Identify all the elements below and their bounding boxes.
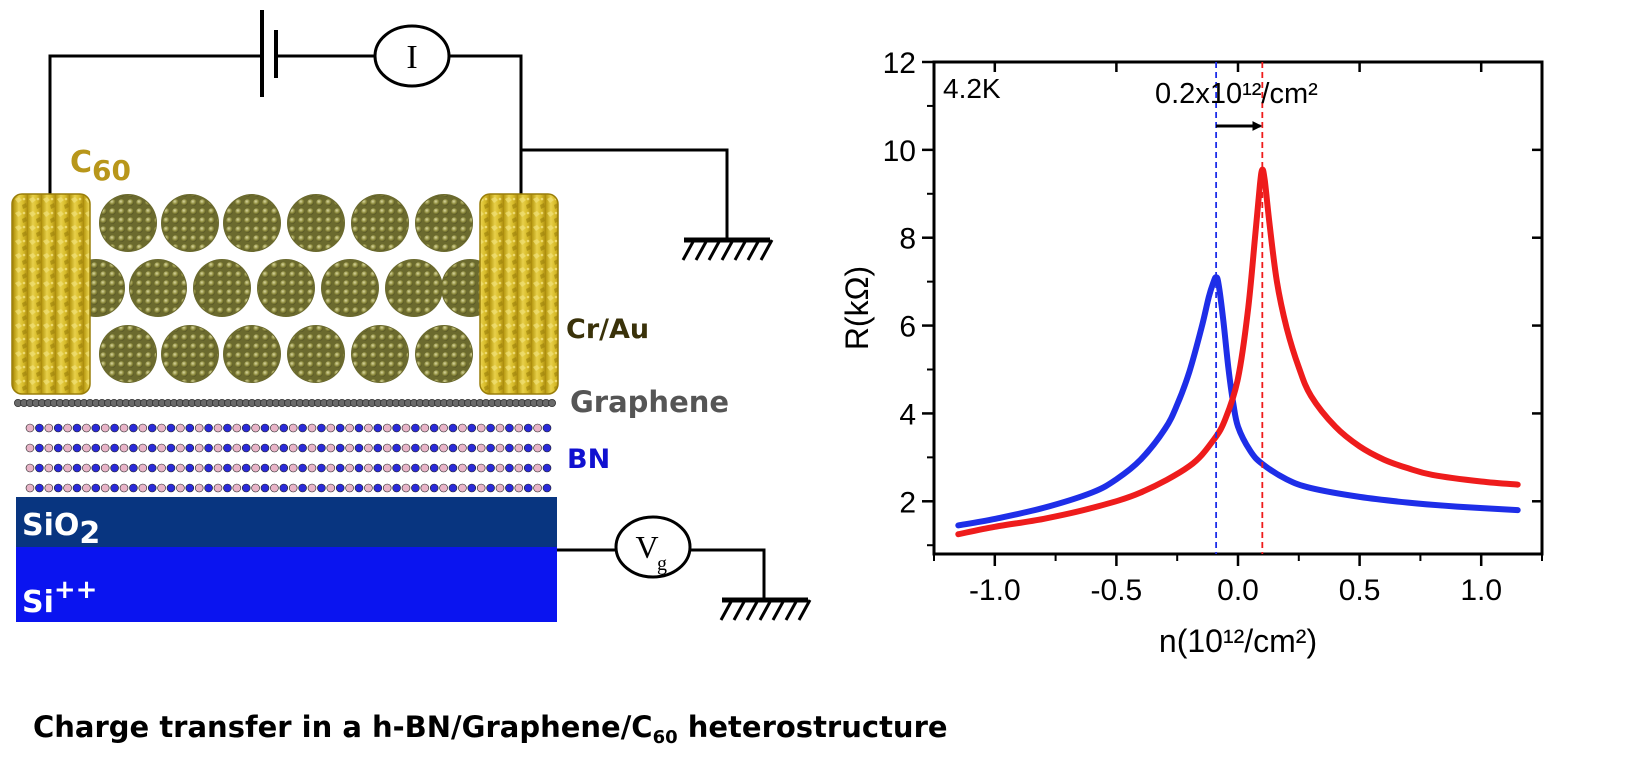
- c60-molecule: [257, 259, 315, 317]
- wire-left: [48, 54, 262, 196]
- c60-molecule: [99, 325, 157, 383]
- electrode-label: Cr/Au: [566, 314, 649, 345]
- c60-molecule: [351, 194, 409, 252]
- x-tick-label: 0.5: [1339, 574, 1381, 607]
- c60-molecule: [385, 259, 443, 317]
- bn-label: BN: [567, 444, 610, 475]
- c60-molecule: [129, 259, 187, 317]
- battery-icon: [260, 10, 278, 97]
- resistance-chart: -1.0 -0.5 0.0 0.5 1.0 2 4 6 8 10 12 4.2K 0.2x10¹²/…: [839, 47, 1544, 659]
- x-tick-label: 1.0: [1460, 574, 1502, 607]
- c60-molecule: [99, 194, 157, 252]
- y-axis-label: R(kΩ): [839, 266, 875, 350]
- dirac-point-lines: [1215, 62, 1264, 554]
- c60-molecule: [351, 325, 409, 383]
- si-layer: [16, 547, 557, 622]
- sio2-label: SiO2: [22, 508, 100, 551]
- y-tick-label: 10: [883, 135, 916, 168]
- y-tick-label: 12: [883, 47, 916, 80]
- sio2-layer: [16, 497, 557, 547]
- c60-label: C60: [70, 145, 131, 187]
- wire-right: [449, 54, 523, 196]
- ground-icon: [719, 597, 812, 621]
- temperature-annotation: 4.2K: [943, 73, 1001, 104]
- y-tick-label: 6: [899, 311, 916, 344]
- x-axis-label: n(10¹²/cm²): [1159, 623, 1317, 659]
- bn-layers: [25, 423, 552, 493]
- c60-molecule: [193, 259, 251, 317]
- graphene-label: Graphene: [570, 385, 729, 419]
- x-tick-label: -1.0: [969, 574, 1021, 607]
- ground-icon: [681, 237, 774, 261]
- c60-molecule: [161, 325, 219, 383]
- c60-molecule: [415, 325, 473, 383]
- gate-meter-label: V: [635, 529, 658, 565]
- x-tick-label: -0.5: [1091, 574, 1143, 607]
- wire-ground-top: [521, 148, 729, 238]
- c60-molecule: [321, 259, 379, 317]
- series-line-red: [955, 166, 1521, 538]
- c60-molecule: [287, 194, 345, 252]
- si-label: Si++: [22, 575, 97, 620]
- shift-annotation: 0.2x10¹²/cm²: [1155, 78, 1318, 110]
- c60-molecule: [161, 194, 219, 252]
- gate-voltmeter: V g: [614, 515, 692, 579]
- c60-molecules: [67, 194, 499, 383]
- electrode-right: [479, 193, 559, 395]
- c60-molecule: [223, 325, 281, 383]
- ammeter: I: [373, 24, 451, 88]
- y-tick-label: 2: [899, 486, 916, 519]
- c60-molecule: [287, 325, 345, 383]
- y-tick-label: 4: [899, 398, 916, 431]
- ammeter-label: I: [406, 39, 417, 76]
- axis-ticks: -1.0 -0.5 0.0 0.5 1.0 2 4 6 8 10 12: [883, 47, 1543, 607]
- device-schematic: I: [11, 10, 812, 622]
- figure-caption: Charge transfer in a h-BN/Graphene/C60 h…: [33, 710, 948, 748]
- y-tick-label: 8: [899, 223, 916, 256]
- series-line-blue: [955, 274, 1521, 529]
- graphene-layer: [13, 398, 557, 407]
- x-tick-label: 0.0: [1217, 574, 1259, 607]
- wire-ground-bottom: [690, 548, 766, 598]
- gate-meter-sub: g: [657, 553, 667, 575]
- electrode-left: [11, 193, 91, 395]
- c60-molecule: [223, 194, 281, 252]
- c60-molecule: [415, 194, 473, 252]
- data-series: [955, 166, 1521, 538]
